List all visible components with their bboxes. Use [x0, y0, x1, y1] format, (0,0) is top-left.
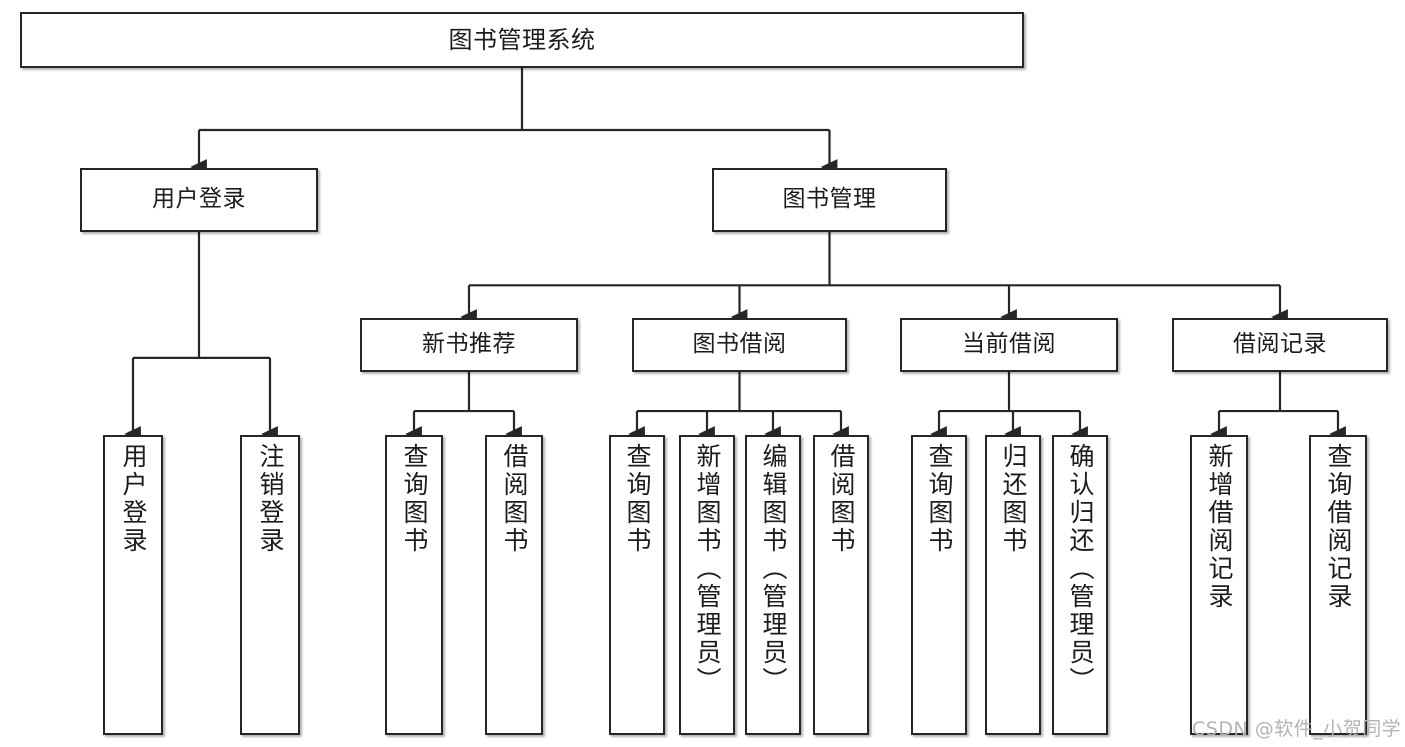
node-label: 当前借阅: [962, 331, 1056, 358]
edge-group: [124, 68, 1346, 442]
node-root[interactable]: 图书管理系统: [20, 12, 1024, 68]
node-leaf-user-login[interactable]: 用户登录: [103, 435, 163, 735]
node-label: 图书借阅: [692, 331, 787, 358]
node-leaf-cb-return[interactable]: 归还图书: [985, 435, 1041, 735]
node-leaf-cb-query[interactable]: 查询图书: [911, 435, 967, 735]
node-label: 注销登录: [256, 443, 285, 555]
node-leaf-bb-edit[interactable]: 编辑图书（管理员）: [745, 435, 801, 735]
node-book-borrow[interactable]: 图书借阅: [632, 318, 847, 372]
node-book-manage[interactable]: 图书管理: [712, 168, 947, 232]
node-label: 查询借阅记录: [1324, 443, 1353, 611]
node-label: 借阅图书: [500, 443, 529, 555]
node-label: 编辑图书（管理员）: [759, 443, 788, 695]
node-label: 查询图书: [925, 443, 954, 555]
node-leaf-br-query[interactable]: 查询借阅记录: [1309, 435, 1367, 735]
node-label: 借阅记录: [1233, 331, 1327, 358]
node-leaf-bb-add[interactable]: 新增图书（管理员）: [679, 435, 735, 735]
node-label: 用户登录: [152, 186, 246, 213]
node-leaf-rec-borrow[interactable]: 借阅图书: [485, 435, 543, 735]
watermark-label: CSDN @软件_小贺同学: [1192, 718, 1402, 740]
node-label: 用户登录: [119, 443, 148, 555]
node-borrow-record[interactable]: 借阅记录: [1172, 318, 1388, 372]
node-leaf-rec-query[interactable]: 查询图书: [385, 435, 443, 735]
node-leaf-logout[interactable]: 注销登录: [240, 435, 300, 735]
node-label: 查询图书: [400, 443, 429, 555]
node-label: 确认归还（管理员）: [1066, 443, 1095, 695]
node-leaf-cb-confirm[interactable]: 确认归还（管理员）: [1052, 435, 1108, 735]
node-new-book-rec[interactable]: 新书推荐: [360, 318, 578, 372]
node-leaf-bb-query[interactable]: 查询图书: [609, 435, 665, 735]
node-current-borrow[interactable]: 当前借阅: [900, 318, 1118, 372]
node-leaf-bb-borrow[interactable]: 借阅图书: [813, 435, 869, 735]
node-label: 归还图书: [999, 443, 1028, 555]
node-user-login[interactable]: 用户登录: [80, 168, 318, 232]
node-label: 查询图书: [623, 443, 652, 555]
node-label: 新增图书（管理员）: [693, 443, 722, 695]
node-label: 图书管理: [782, 186, 877, 213]
node-leaf-br-add[interactable]: 新增借阅记录: [1190, 435, 1248, 735]
node-label: 借阅图书: [827, 443, 856, 555]
node-label: 新书推荐: [422, 331, 516, 358]
node-label: 图书管理系统: [448, 25, 596, 54]
node-label: 新增借阅记录: [1205, 443, 1234, 611]
